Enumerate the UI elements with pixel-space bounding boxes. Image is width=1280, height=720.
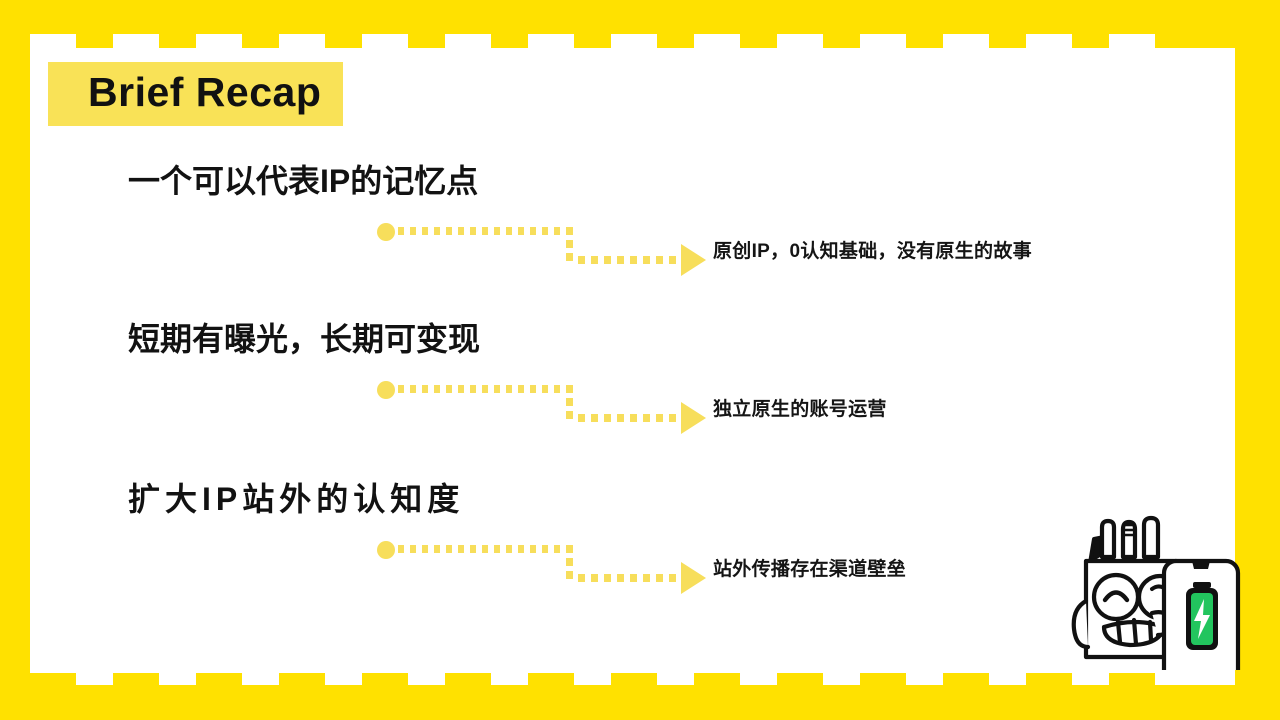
row-heading: 一个可以代表IP的记忆点 [128,163,479,199]
notch [528,34,574,48]
battery-icon [1186,582,1218,650]
top-notch-strip [30,34,1235,48]
robot-illustration [1071,515,1241,670]
recap-row: 一个可以代表IP的记忆点 原创IP，0认知基础，没有原生的故 [0,160,1280,310]
notch [30,34,76,48]
row-detail-text: 独立原生的账号运营 [713,399,887,420]
connector-arrow-icon [377,541,706,594]
notch [694,34,740,48]
notch [362,34,408,48]
recap-row: 扩大IP站外的认知度 站外传播存在渠道壁垒 [0,478,1280,628]
row-heading: 短期有曝光，长期可变现 [128,321,481,357]
notch [860,34,906,48]
notch [1109,34,1155,48]
notch [196,34,242,48]
row-heading: 扩大IP站外的认知度 [128,481,465,517]
row-detail-text: 原创IP，0认知基础，没有原生的故事 [713,241,1032,262]
notch [113,34,159,48]
notch [943,34,989,48]
row-detail-text: 站外传播存在渠道壁垒 [713,559,907,580]
notch [611,34,657,48]
title-highlight-bar: Brief Recap [48,62,344,126]
connector-arrow-icon [377,381,706,434]
connector-arrow-icon [377,223,706,276]
notch [445,34,491,48]
notch [279,34,325,48]
recap-row: 短期有曝光，长期可变现 独立原生的账号运营 [0,318,1280,468]
page-title: Brief Recap [88,68,322,115]
notch [777,34,823,48]
notch [1026,34,1072,48]
